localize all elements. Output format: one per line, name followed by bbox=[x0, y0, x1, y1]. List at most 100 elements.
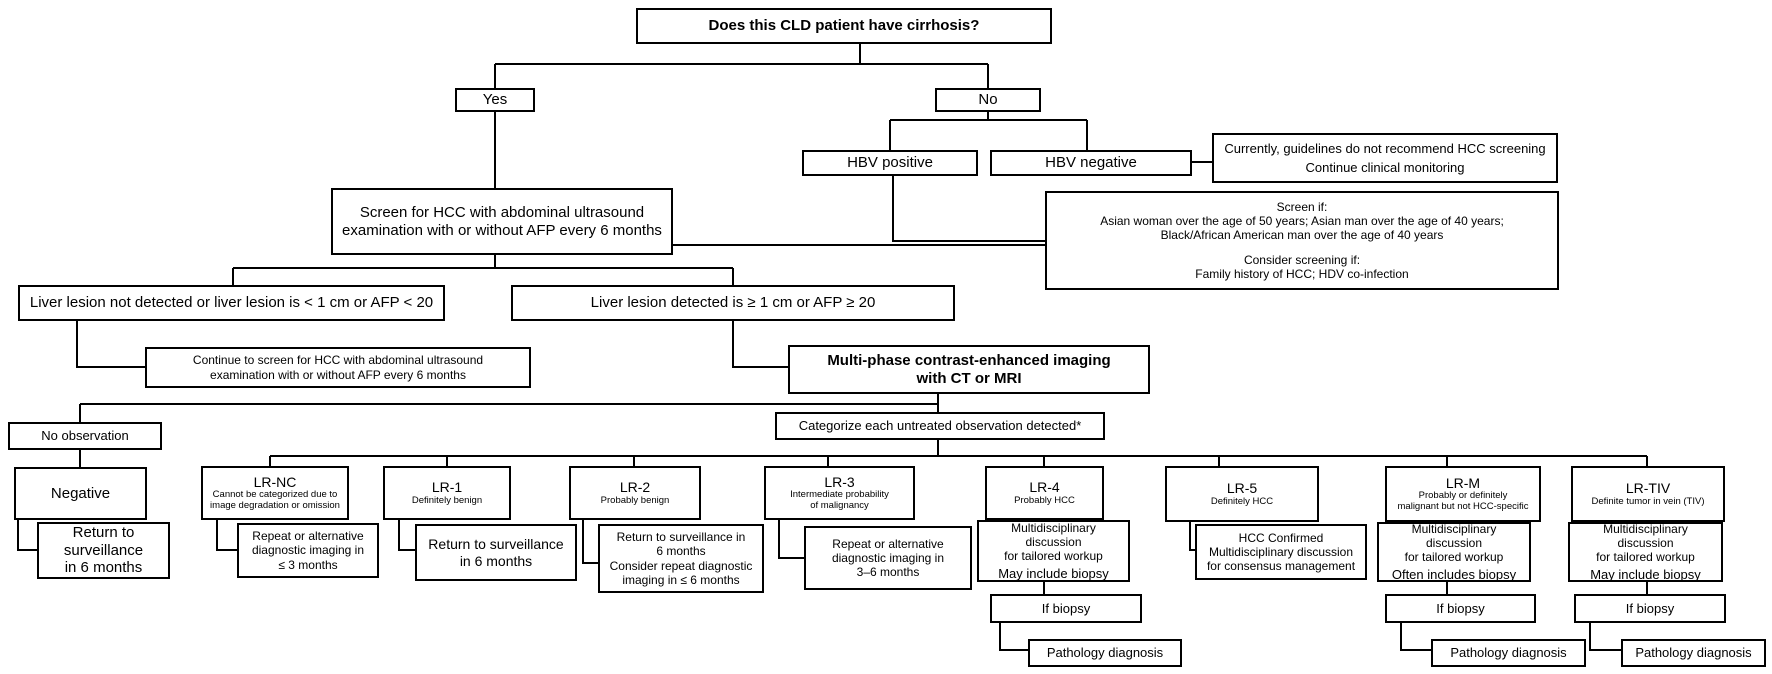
lr-3-action-1: Repeat or alternative bbox=[832, 536, 944, 551]
multiphase-imaging-line-2: with CT or MRI bbox=[916, 369, 1022, 387]
lr-4-box: LR-4 Probably HCC bbox=[985, 466, 1104, 520]
no-screening-line-1: Currently, guidelines do not recommend H… bbox=[1224, 140, 1546, 156]
lr-5-action-box: HCC Confirmed Multidisciplinary discussi… bbox=[1195, 524, 1367, 580]
lr-4-pathology-box: Pathology diagnosis bbox=[1028, 639, 1182, 667]
no-screening-box: Currently, guidelines do not recommend H… bbox=[1212, 133, 1558, 183]
lr-5-action-3: for consensus management bbox=[1206, 559, 1356, 574]
lr-4-if-biopsy-box: If biopsy bbox=[990, 594, 1142, 623]
lr-m-action-1: Multidisciplinary discussion bbox=[1411, 521, 1497, 550]
lr-m-if-biopsy-box: If biopsy bbox=[1385, 594, 1536, 623]
lesion-not-detected-text: Liver lesion not detected or liver lesio… bbox=[29, 294, 434, 312]
lr-5-action-2: Multidisciplinary discussion bbox=[1208, 544, 1354, 559]
lr-3-action-box: Repeat or alternative diagnostic imaging… bbox=[804, 526, 972, 590]
hbv-positive-label: HBV positive bbox=[847, 154, 933, 172]
lr-4-pathology: Pathology diagnosis bbox=[1046, 645, 1164, 661]
lr-tiv-sub-1: Definite tumor in vein (TIV) bbox=[1591, 495, 1705, 507]
return-surveillance-line-3: in 6 months bbox=[64, 559, 143, 577]
lr-nc-action-box: Repeat or alternative diagnostic imaging… bbox=[237, 523, 379, 578]
lr-tiv-action-box: Multidisciplinary discussion for tailore… bbox=[1568, 522, 1723, 582]
lr-nc-action-2: diagnostic imaging in bbox=[251, 543, 365, 558]
continue-screen-line-1: Continue to screen for HCC with abdomina… bbox=[192, 353, 484, 368]
lr-2-title: LR-2 bbox=[619, 479, 651, 496]
lesion-detected-text: Liver lesion detected is ≥ 1 cm or AFP ≥… bbox=[590, 294, 876, 312]
lesion-detected-box: Liver lesion detected is ≥ 1 cm or AFP ≥… bbox=[511, 285, 955, 321]
lr-1-box: LR-1 Definitely benign bbox=[383, 466, 511, 520]
lr-1-sub-1: Definitely benign bbox=[411, 494, 483, 506]
lr-m-action-2: for tailored workup bbox=[1404, 549, 1504, 564]
lr-4-action-2: for tailored workup bbox=[1004, 548, 1103, 563]
lr-2-box: LR-2 Probably benign bbox=[569, 466, 701, 520]
lr-2-sub-1: Probably benign bbox=[600, 494, 670, 506]
lr-tiv-action-3: May include biopsy bbox=[1590, 567, 1701, 583]
screen-hcc-line-2: examination with or without AFP every 6 … bbox=[342, 221, 662, 239]
lr-1-action-1: Return to surveillance bbox=[428, 535, 564, 552]
continue-screen-line-2: examination with or without AFP every 6 … bbox=[210, 367, 466, 382]
lr-m-title: LR-M bbox=[1445, 474, 1481, 491]
lr-4-action-3: May include biopsy bbox=[998, 566, 1109, 582]
no-observation-box: No observation bbox=[8, 422, 162, 450]
categorize-text: Categorize each untreated observation de… bbox=[798, 418, 1082, 434]
screen-if-line-2: Black/African American man over the age … bbox=[1160, 228, 1444, 243]
lr-2-action-4: imaging in ≤ 6 months bbox=[622, 572, 740, 587]
categorize-box: Categorize each untreated observation de… bbox=[775, 412, 1105, 440]
lr-1-action-2: in 6 months bbox=[459, 552, 533, 569]
screen-hcc-box: Screen for HCC with abdominal ultrasound… bbox=[331, 188, 673, 255]
negative-box: Negative bbox=[14, 467, 147, 520]
lr-m-box: LR-M Probably or definitely malignant bu… bbox=[1385, 466, 1541, 522]
cirrhosis-question-box: Does this CLD patient have cirrhosis? bbox=[636, 8, 1052, 44]
lr-m-pathology: Pathology diagnosis bbox=[1450, 645, 1567, 661]
lr-nc-action-1: Repeat or alternative bbox=[252, 529, 364, 544]
lr-3-title: LR-3 bbox=[824, 473, 855, 490]
no-label: No bbox=[978, 91, 998, 109]
lr-4-title: LR-4 bbox=[1029, 479, 1060, 496]
lr-tiv-pathology-box: Pathology diagnosis bbox=[1621, 639, 1766, 667]
lr-3-action-2: diagnostic imaging in bbox=[831, 550, 945, 565]
screen-if-line-1: Asian woman over the age of 50 years; As… bbox=[1100, 214, 1504, 229]
return-surveillance-box: Return to surveillance in 6 months bbox=[37, 522, 170, 579]
lr-5-sub-1: Definitely HCC bbox=[1210, 495, 1274, 507]
hbv-negative-box: HBV negative bbox=[990, 150, 1192, 176]
lr-4-action-1: Multidisciplinary discussion bbox=[1011, 520, 1096, 549]
lesion-not-detected-box: Liver lesion not detected or liver lesio… bbox=[18, 285, 445, 321]
hbv-negative-label: HBV negative bbox=[1045, 154, 1137, 172]
screen-hcc-line-1: Screen for HCC with abdominal ultrasound bbox=[359, 203, 645, 221]
negative-text: Negative bbox=[50, 484, 111, 502]
cirrhosis-question-text: Does this CLD patient have cirrhosis? bbox=[708, 17, 980, 35]
no-screening-line-2: Continue clinical monitoring bbox=[1305, 160, 1465, 175]
no-observation-text: No observation bbox=[41, 428, 129, 444]
hbv-positive-box: HBV positive bbox=[802, 150, 978, 176]
lr-2-action-3: Consider repeat diagnostic bbox=[609, 558, 753, 573]
yes-label: Yes bbox=[482, 91, 508, 109]
return-surveillance-line-1: Return to bbox=[72, 523, 135, 541]
lr-5-action-1: HCC Confirmed bbox=[1238, 530, 1324, 545]
lr-1-title: LR-1 bbox=[431, 479, 463, 496]
lr-4-if-biopsy: If biopsy bbox=[1041, 600, 1091, 616]
lr-2-action-box: Return to surveillance in 6 months Consi… bbox=[598, 524, 764, 593]
lr-tiv-if-biopsy-box: If biopsy bbox=[1574, 594, 1726, 623]
consider-screening-heading: Consider screening if: bbox=[1243, 252, 1361, 267]
lr-tiv-pathology: Pathology diagnosis bbox=[1635, 645, 1752, 661]
lr-m-sub-1: Probably or definitely bbox=[1418, 490, 1508, 502]
lr-2-action-1: Return to surveillance in bbox=[616, 530, 746, 545]
lr-3-sub-2: of malignancy bbox=[810, 500, 869, 512]
multiphase-imaging-box: Multi-phase contrast-enhanced imaging wi… bbox=[788, 345, 1150, 394]
lr-tiv-action-1: Multidisciplinary discussion bbox=[1603, 521, 1688, 550]
yes-box: Yes bbox=[455, 88, 535, 112]
lr-tiv-box: LR-TIV Definite tumor in vein (TIV) bbox=[1571, 466, 1725, 522]
screen-if-line-3: Family history of HCC; HDV co-infection bbox=[1195, 266, 1409, 281]
multiphase-imaging-line-1: Multi-phase contrast-enhanced imaging bbox=[827, 351, 1111, 369]
lr-3-box: LR-3 Intermediate probability of maligna… bbox=[764, 466, 915, 520]
continue-screen-box: Continue to screen for HCC with abdomina… bbox=[145, 347, 531, 388]
lr-nc-sub-2: image degradation or omission bbox=[210, 500, 340, 512]
lr-3-sub-1: Intermediate probability bbox=[790, 489, 889, 501]
lr-2-action-2: 6 months bbox=[656, 544, 706, 559]
lr-5-box: LR-5 Definitely HCC bbox=[1165, 466, 1319, 522]
lr-4-action-box: Multidisciplinary discussion for tailore… bbox=[977, 520, 1130, 582]
lr-nc-sub-1: Cannot be categorized due to bbox=[212, 489, 338, 501]
lr-3-action-3: 3–6 months bbox=[856, 565, 920, 580]
return-surveillance-line-2: surveillance bbox=[63, 541, 144, 559]
lr-m-action-box: Multidisciplinary discussion for tailore… bbox=[1377, 522, 1531, 582]
lr-4-sub-1: Probably HCC bbox=[1014, 494, 1075, 506]
lr-tiv-action-2: for tailored workup bbox=[1596, 549, 1695, 564]
screen-if-box: Screen if: Asian woman over the age of 5… bbox=[1045, 191, 1559, 290]
